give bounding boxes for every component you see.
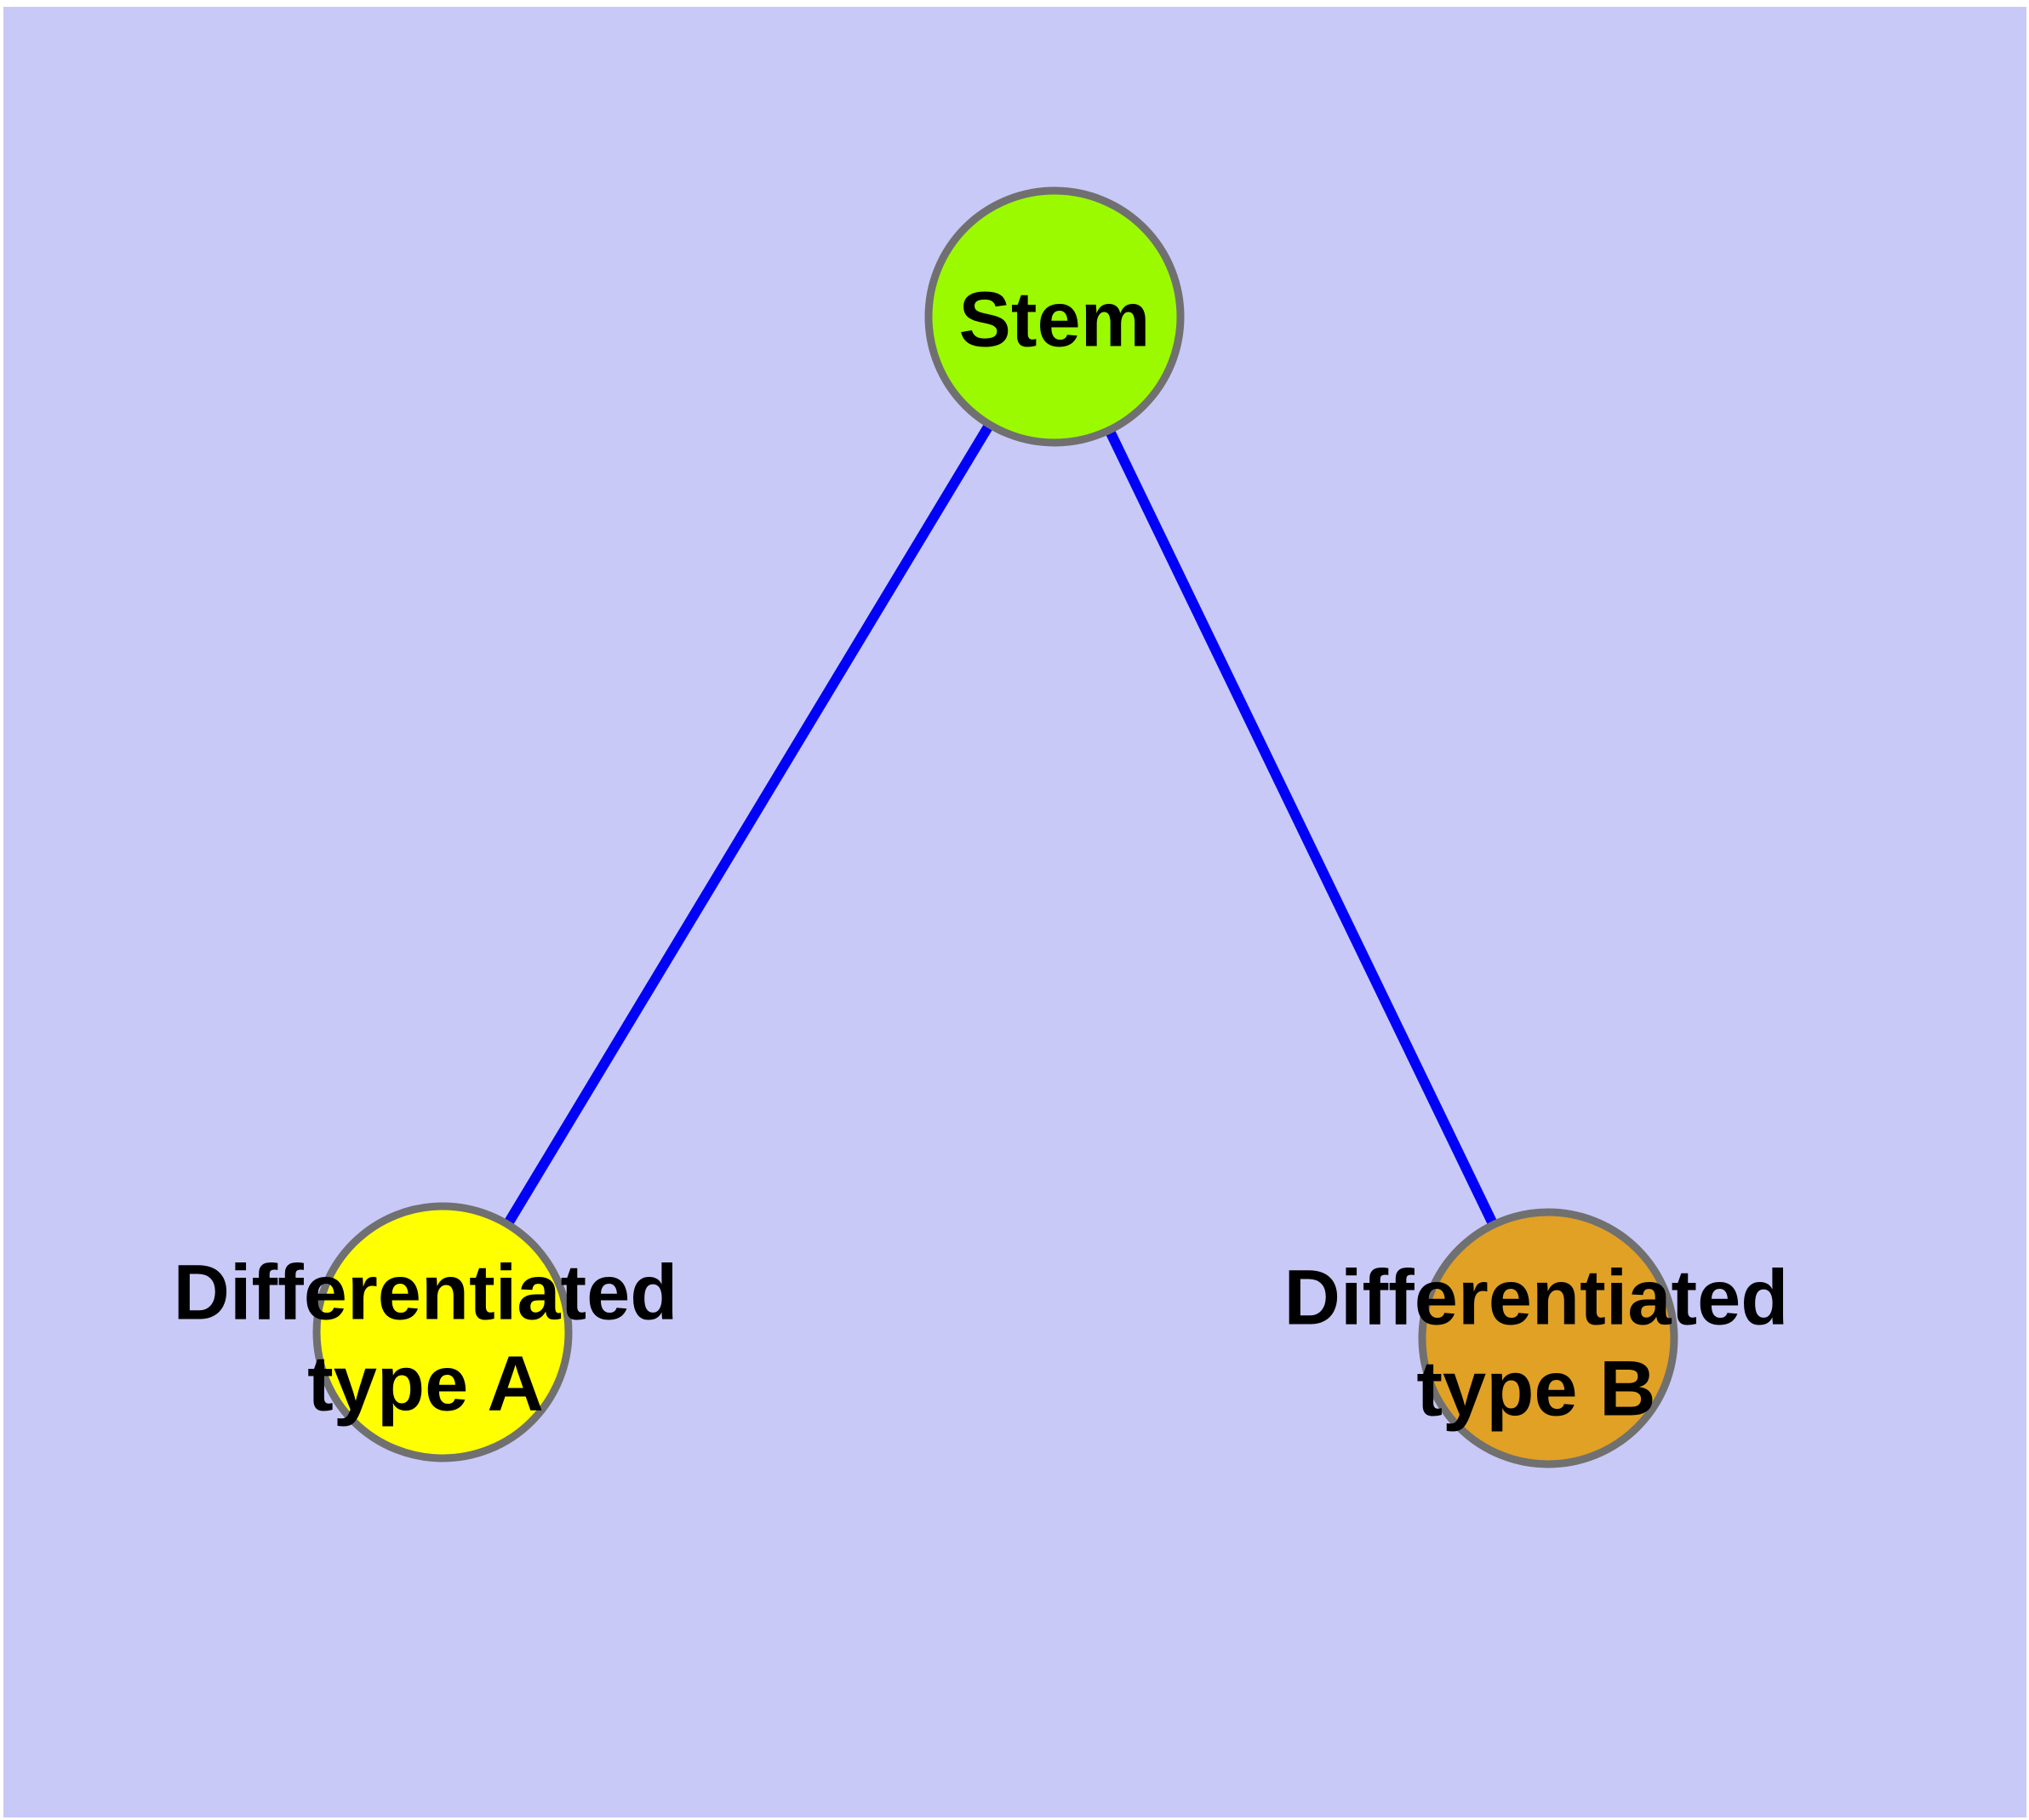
edge-stem-to-diff-type-b: [1049, 314, 1553, 1341]
node-label-line: Stem: [958, 276, 1151, 363]
node-label-line: type B: [1416, 1345, 1656, 1432]
node-label-line: type A: [307, 1340, 544, 1427]
node-label-differentiated-type-a: Differentiated type A: [174, 1247, 678, 1428]
node-label-differentiated-type-b: Differentiated type B: [1284, 1252, 1789, 1434]
edge-stem-to-diff-type-a: [437, 313, 1060, 1336]
node-label-line: Differentiated: [173, 1249, 678, 1336]
node-label-stem: Stem: [959, 275, 1151, 366]
node-circle-diff-type-a: [312, 1202, 573, 1462]
node-label-line: Differentiated: [1283, 1254, 1789, 1342]
node-circle-diff-type-b: [1418, 1208, 1678, 1468]
node-circle-stem: [924, 186, 1185, 447]
